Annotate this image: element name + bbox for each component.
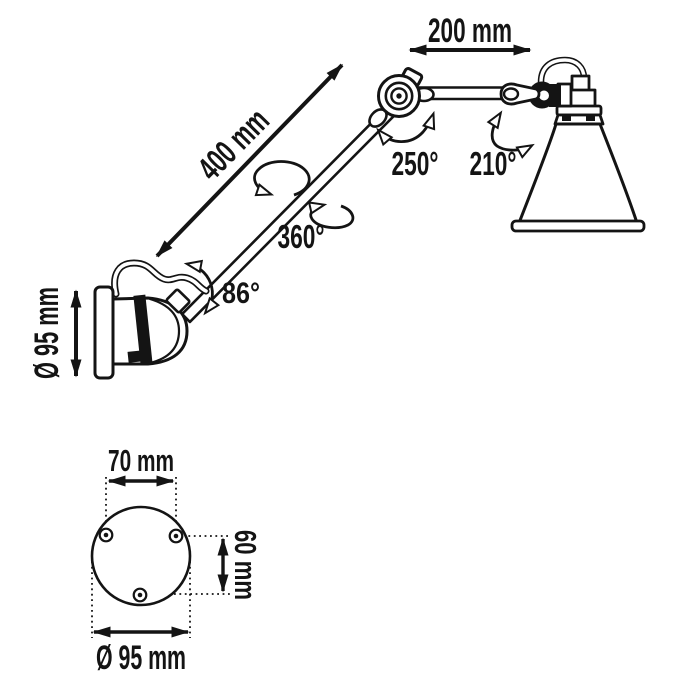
angle-86-label: 86° — [222, 277, 260, 310]
angle-360-label: 360° — [278, 218, 325, 255]
dim-diameter-95-label: Ø 95 mm — [28, 287, 66, 379]
angle-210-arc — [486, 110, 535, 159]
elbow-joint-axle — [396, 93, 402, 99]
angle-210-label: 210° — [470, 145, 517, 182]
power-cable-core — [112, 261, 208, 296]
dim-400mm-arrow — [155, 63, 344, 258]
wall-plate — [93, 285, 115, 380]
plate-diameter-95-label: Ø 95 mm — [96, 639, 186, 677]
shade-fork-hole — [502, 87, 520, 101]
lamp-shade — [517, 122, 639, 225]
screw-hole — [98, 527, 114, 543]
mounting-plate-circle — [90, 505, 192, 607]
shade-clamp-block — [549, 84, 561, 107]
base-band — [133, 294, 153, 366]
angle-360-loop-lower — [307, 201, 355, 230]
plate-view: 70 mm 60 mm Ø 95 mm — [90, 443, 263, 677]
screw-hole — [132, 587, 148, 603]
shade-rim — [510, 219, 646, 233]
dim-70mm-label: 70 mm — [108, 443, 174, 478]
screw-hole — [168, 528, 184, 544]
angle-250-label: 250° — [392, 145, 439, 182]
dim-60mm-label: 60 mm — [228, 530, 263, 600]
angle-86-arc — [183, 259, 221, 316]
collar-tick-right — [586, 116, 595, 121]
shade-clamp-hole — [539, 90, 549, 101]
main-view: 200 mm 400 mm Ø 95 mm 250° 210° 360° 86° — [28, 12, 646, 380]
base-dome-contour — [148, 297, 181, 365]
collar-tick-left — [562, 116, 571, 121]
angle-250-arc — [376, 110, 436, 147]
shade-cable-core — [539, 58, 586, 84]
angle-360-loop-upper — [253, 160, 311, 197]
base-foot — [127, 350, 145, 363]
dim-200mm-label: 200 mm — [428, 12, 512, 50]
mounting-base — [111, 296, 189, 366]
